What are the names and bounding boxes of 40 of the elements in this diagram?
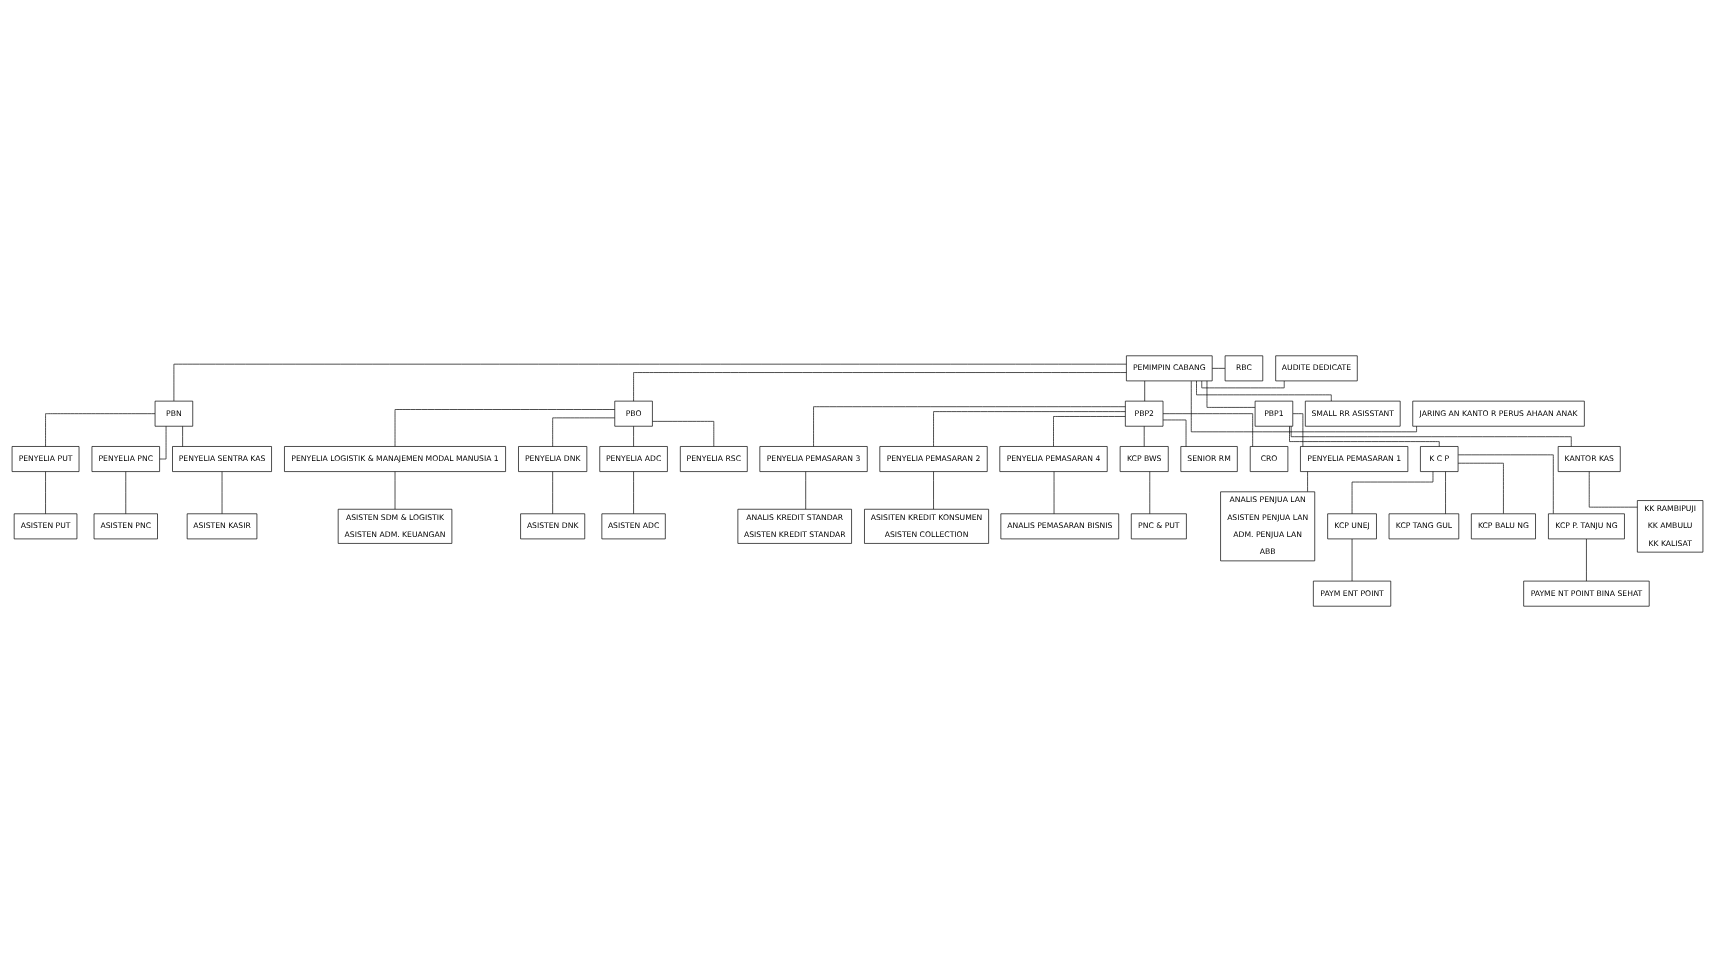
connector bbox=[933, 471, 934, 510]
connector bbox=[173, 363, 1127, 402]
connector bbox=[1586, 538, 1587, 582]
connector bbox=[1351, 471, 1434, 515]
connector bbox=[1206, 380, 1256, 408]
connector bbox=[1162, 419, 1187, 447]
connector bbox=[1144, 380, 1146, 402]
connector bbox=[1190, 380, 1417, 433]
connector bbox=[1149, 471, 1151, 515]
connector bbox=[813, 406, 1126, 447]
connector bbox=[933, 411, 1126, 447]
connector bbox=[1289, 425, 1440, 447]
connector bbox=[1292, 413, 1304, 447]
connector bbox=[633, 471, 634, 515]
connector bbox=[1143, 425, 1145, 447]
connector bbox=[1290, 425, 1572, 447]
connector bbox=[182, 425, 183, 447]
connector bbox=[221, 471, 223, 515]
connector bbox=[1457, 462, 1504, 514]
connector bbox=[633, 425, 634, 447]
connector bbox=[1053, 471, 1055, 515]
connector bbox=[552, 417, 615, 447]
connector bbox=[805, 471, 807, 510]
connector bbox=[552, 471, 553, 515]
connector bbox=[45, 413, 156, 447]
connector bbox=[394, 409, 615, 447]
connector bbox=[633, 372, 1127, 402]
connector bbox=[1445, 471, 1446, 515]
connector bbox=[1588, 471, 1638, 508]
connector bbox=[1307, 471, 1308, 492]
connector bbox=[1196, 380, 1332, 402]
connector bbox=[1458, 454, 1554, 514]
connector bbox=[1053, 416, 1126, 447]
connector bbox=[394, 471, 396, 510]
connector bbox=[1162, 413, 1253, 447]
connector bbox=[159, 425, 167, 460]
connector bbox=[125, 471, 127, 515]
connector bbox=[652, 421, 715, 447]
connector bbox=[1211, 368, 1226, 369]
connector bbox=[45, 471, 46, 515]
